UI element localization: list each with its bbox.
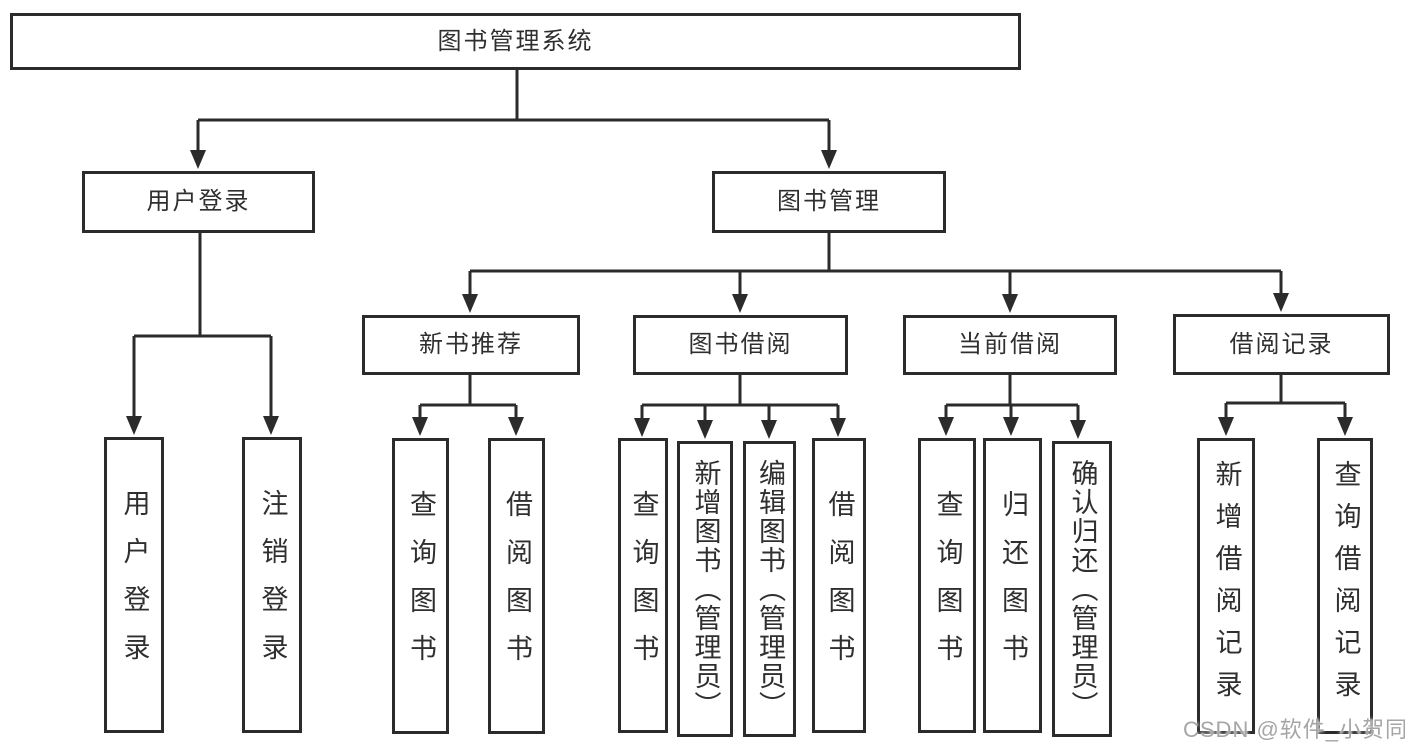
node-label: 查询借阅记录 [1330,460,1361,712]
csdn-watermark: CSDN @软件_小贺同学 [1183,717,1405,742]
node-label: 查询图书 [406,490,436,682]
node-book-borrowing: 图书借阅 [633,315,848,375]
leaf-user-login: 用户登录 [104,437,164,733]
node-label: 确认归还（管理员） [1067,458,1098,720]
node-label: 图书管理 [777,188,881,215]
leaf-current-confirm-return-admin: 确认归还（管理员） [1052,441,1112,737]
node-label: 查询图书 [932,489,963,682]
node-label: 图书管理系统 [437,27,594,55]
node-label: 新增借阅记录 [1211,460,1242,712]
node-book-management: 图书管理 [712,171,946,233]
node-user-login: 用户登录 [82,171,315,233]
leaf-borrowing-borrow-books: 借阅图书 [812,438,866,733]
leaf-logout-login: 注销登录 [242,437,302,733]
leaf-borrowing-edit-books-admin: 编辑图书（管理员） [743,441,796,737]
node-new-book-recommendation: 新书推荐 [362,315,580,375]
node-label: 图书借阅 [688,331,793,358]
node-label: 借阅记录 [1229,330,1334,358]
leaf-records-query-borrow-record: 查询借阅记录 [1317,438,1373,734]
node-borrowing-records: 借阅记录 [1173,314,1390,375]
leaf-recommend-borrow-books: 借阅图书 [488,438,545,734]
node-library-system: 图书管理系统 [10,13,1021,70]
node-label: 当前借阅 [958,331,1062,358]
node-label: 查询图书 [628,489,659,682]
node-current-borrowing: 当前借阅 [903,315,1117,375]
node-label: 借阅图书 [502,490,532,682]
leaf-current-return-books: 归还图书 [983,438,1042,733]
node-label: 借阅图书 [824,489,855,682]
leaf-current-query-books: 查询图书 [918,438,976,733]
node-label: 注销登录 [257,489,288,681]
node-label: 用户登录 [146,188,251,215]
leaf-borrowing-query-books: 查询图书 [618,438,668,733]
leaf-borrowing-add-books-admin: 新增图书（管理员） [677,441,733,737]
node-label: 归还图书 [998,489,1028,682]
leaf-records-add-borrow-record: 新增借阅记录 [1197,438,1255,734]
node-label: 新书推荐 [419,331,523,358]
node-label: 用户登录 [119,489,150,681]
node-label: 新增图书（管理员） [690,458,721,720]
leaf-recommend-query-books: 查询图书 [392,438,449,734]
node-label: 编辑图书（管理员） [755,458,785,720]
